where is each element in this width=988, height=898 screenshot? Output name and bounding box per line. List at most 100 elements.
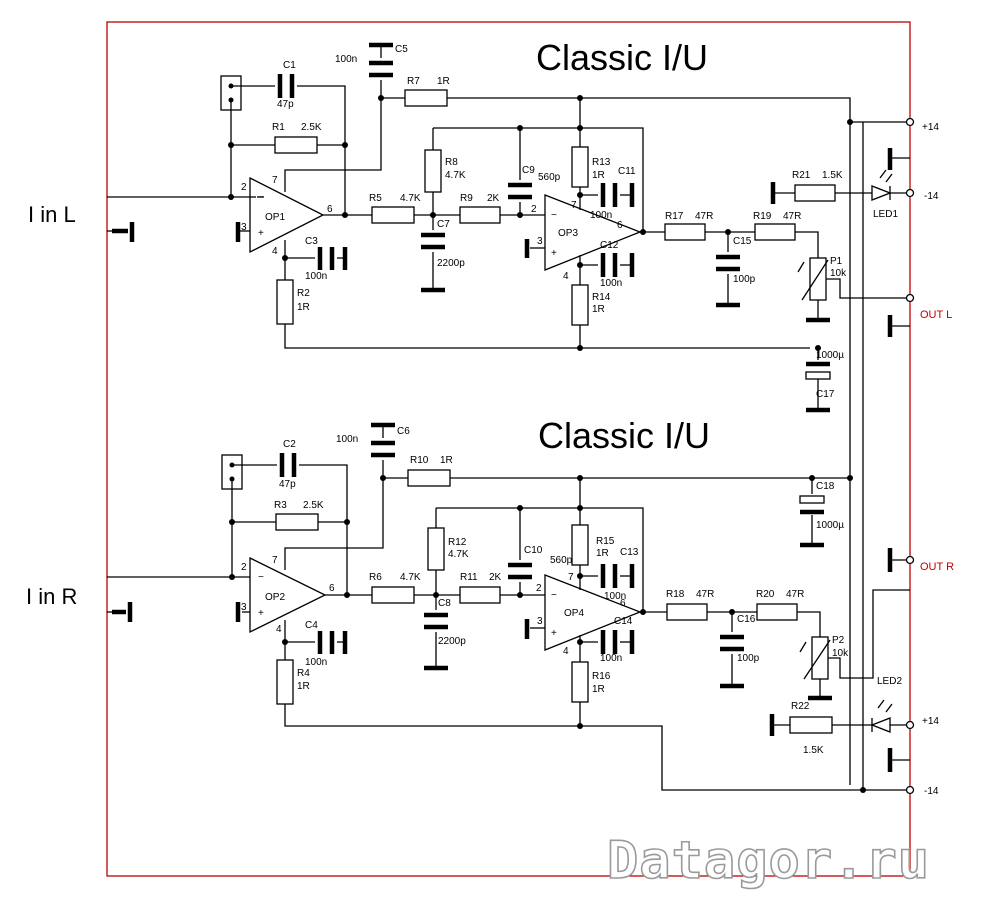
r20-name: R20: [756, 589, 775, 600]
board-outline: [106, 21, 911, 877]
c4-value: 100n: [305, 657, 327, 668]
r3-name: R3: [274, 500, 287, 511]
c10-value: 560p: [550, 555, 573, 566]
c17-name: C17: [816, 389, 835, 400]
svg-text:+: +: [551, 248, 557, 259]
terminal-top-pos[interactable]: [905, 117, 915, 127]
c11-name: C11: [618, 166, 636, 177]
svg-text:6: 6: [620, 598, 626, 609]
r20-value: 47R: [786, 589, 804, 600]
rail-bottom-pos: +14: [922, 716, 939, 727]
r19-name: R19: [753, 211, 772, 222]
terminal-top-neg[interactable]: [905, 188, 915, 198]
op-amp-op2: [249, 556, 327, 634]
c17-value: 1000µ: [816, 350, 844, 361]
r4-name: R4: [297, 668, 310, 679]
input-left-label: I in L: [28, 202, 76, 227]
r21-value: 1.5K: [822, 170, 843, 181]
c6-name: C6: [397, 426, 410, 437]
watermark: Datagor.ru: [607, 831, 930, 891]
r8-name: R8: [445, 157, 458, 168]
svg-text:6: 6: [327, 204, 333, 215]
r12-value: 4.7K: [448, 549, 469, 560]
r18-name: R18: [666, 589, 685, 600]
r9-name: R9: [460, 193, 473, 204]
c4-name: C4: [305, 620, 318, 631]
c1-name: C1: [283, 60, 296, 71]
r18-value: 47R: [696, 589, 714, 600]
led2-symbol: [870, 717, 891, 733]
r4-value: 1R: [297, 681, 310, 692]
led1-symbol: [871, 185, 892, 201]
terminal-out-r[interactable]: [905, 555, 915, 565]
c1-value: 47p: [277, 99, 294, 110]
r1-value: 2.5K: [301, 122, 322, 133]
rail-top-neg: -14: [924, 191, 939, 202]
svg-text:−: −: [258, 572, 264, 583]
rail-top-pos: +14: [922, 122, 939, 133]
terminal-out-l[interactable]: [905, 293, 915, 303]
r21-name: R21: [792, 170, 811, 181]
c12-value: 100n: [600, 278, 622, 289]
c7-value: 2200p: [437, 258, 465, 269]
input-right-label: I in R: [26, 584, 77, 609]
svg-text:+: +: [258, 608, 264, 619]
svg-text:6: 6: [329, 583, 335, 594]
terminal-bottom-pos[interactable]: [905, 720, 915, 730]
title-top: Classic I/U: [536, 37, 708, 78]
r5-name: R5: [369, 193, 382, 204]
r16-name: R16: [592, 671, 611, 682]
c6-value: 100n: [336, 434, 358, 445]
c18-name: C18: [816, 481, 835, 492]
title-bottom: Classic I/U: [538, 415, 710, 456]
svg-text:2: 2: [241, 182, 247, 193]
op-amp-op4: [544, 574, 642, 651]
r8-value: 4.7K: [445, 170, 466, 181]
c15-name: C15: [733, 236, 752, 247]
r10-name: R10: [410, 455, 429, 466]
c12-name: C12: [600, 240, 619, 251]
c2-value: 47p: [279, 479, 296, 490]
r14-name: R14: [592, 292, 611, 303]
c11-value: 100n: [590, 210, 612, 221]
r16-value: 1R: [592, 684, 605, 695]
r5-value: 4.7K: [400, 193, 421, 204]
r2-value: 1R: [297, 302, 310, 313]
r13-value: 1R: [592, 170, 605, 181]
c7-name: C7: [437, 219, 450, 230]
svg-text:3: 3: [241, 222, 247, 233]
r17-value: 47R: [695, 211, 713, 222]
svg-text:3: 3: [537, 616, 543, 627]
r3-value: 2.5K: [303, 500, 324, 511]
op2-name: OP2: [265, 592, 285, 603]
c14-value: 100n: [600, 653, 622, 664]
channel-right: −+ −+: [107, 122, 910, 793]
r19-value: 47R: [783, 211, 801, 222]
p1-value: 10k: [830, 268, 847, 279]
r6-value: 4.7K: [400, 572, 421, 583]
svg-text:7: 7: [272, 555, 278, 566]
c5-value: 100n: [335, 54, 357, 65]
c16-value: 100p: [737, 653, 760, 664]
terminal-bottom-neg[interactable]: [905, 785, 915, 795]
svg-text:3: 3: [241, 602, 247, 613]
c9-value: 560p: [538, 172, 561, 183]
svg-text:4: 4: [276, 624, 282, 635]
c3-name: C3: [305, 236, 318, 247]
svg-text:7: 7: [571, 200, 577, 211]
r6-name: R6: [369, 572, 382, 583]
svg-text:6: 6: [617, 220, 623, 231]
svg-text:2: 2: [241, 562, 247, 573]
svg-text:2: 2: [536, 583, 542, 594]
c5-name: C5: [395, 44, 408, 55]
c15-value: 100p: [733, 274, 756, 285]
svg-text:3: 3: [537, 236, 543, 247]
svg-text:4: 4: [563, 271, 569, 282]
r7-value: 1R: [437, 76, 450, 87]
r7-name: R7: [407, 76, 420, 87]
c13-name: C13: [620, 547, 639, 558]
svg-text:7: 7: [272, 175, 278, 186]
r11-value: 2K: [489, 572, 502, 583]
op-amp-op3: [544, 194, 642, 271]
svg-text:2: 2: [531, 204, 537, 215]
